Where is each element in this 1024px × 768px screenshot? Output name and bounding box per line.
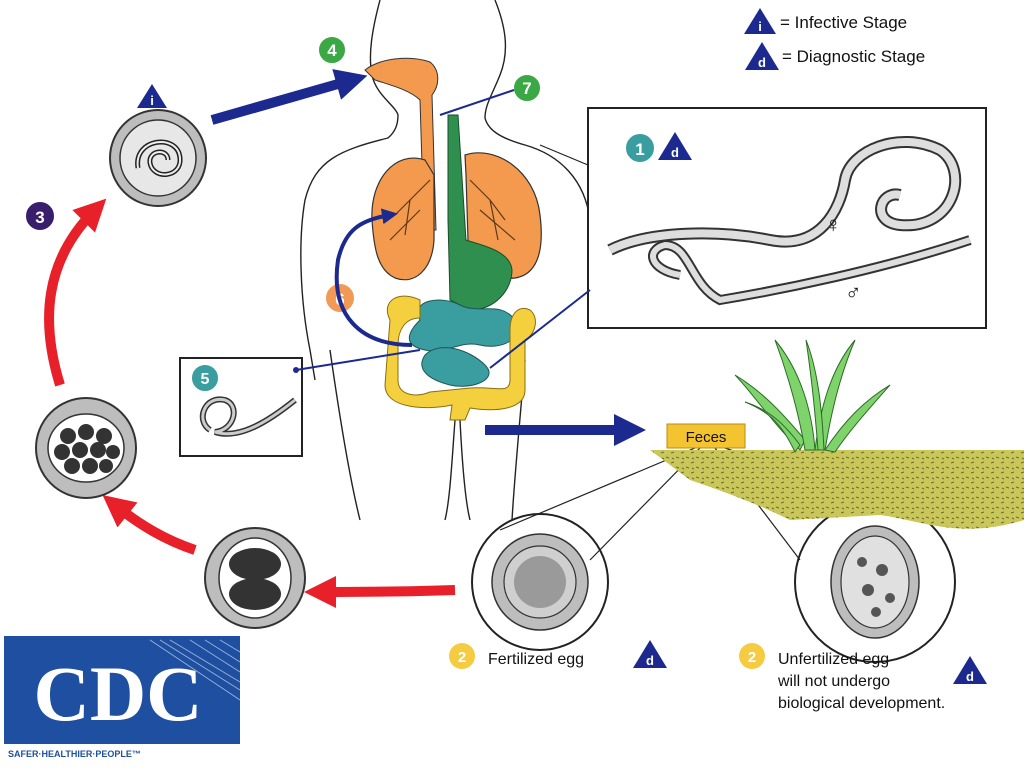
legend-infective: i = Infective Stage — [744, 8, 907, 34]
unfertilized-egg — [794, 501, 956, 663]
step-7-badge: 7 — [512, 73, 542, 103]
svg-text:d: d — [646, 653, 654, 668]
arrow-cleavage-to-morula — [102, 495, 197, 555]
left-lung — [371, 157, 435, 281]
step-4-badge: 4 — [317, 35, 347, 65]
cleavage-egg — [204, 527, 306, 629]
svg-text:Unfertilized egg: Unfertilized egg — [778, 651, 889, 668]
svg-text:= Diagnostic Stage: = Diagnostic Stage — [782, 47, 925, 66]
infective-egg — [109, 109, 207, 207]
fertilized-caption: 2 Fertilized egg d — [449, 640, 667, 669]
ingestion-arrow — [210, 69, 368, 125]
svg-text:i: i — [758, 19, 762, 34]
bronchi — [389, 179, 516, 241]
adult-worms-pointer — [489, 289, 591, 369]
svg-text:1: 1 — [635, 140, 644, 159]
migration-arrow — [334, 208, 413, 347]
svg-text:d: d — [758, 55, 766, 70]
svg-text:♂: ♂ — [845, 280, 862, 305]
svg-text:♀: ♀ — [825, 212, 842, 237]
soil — [650, 450, 1024, 529]
fertilized-egg — [471, 513, 609, 651]
unfertilized-caption: 2 Unfertilized egg will not undergo biol… — [739, 643, 987, 712]
svg-text:3: 3 — [35, 208, 44, 227]
arrow-fertilized-to-cleavage — [303, 575, 456, 608]
legend-diagnostic: d = Diagnostic Stage — [745, 42, 925, 70]
infective-stage-marker: i — [137, 84, 167, 108]
feces-label: Feces — [686, 429, 727, 446]
svg-text:SAFER·HEALTHIER·PEOPLE™: SAFER·HEALTHIER·PEOPLE™ — [8, 749, 141, 759]
svg-text:5: 5 — [201, 371, 210, 388]
cdc-logo: CDC SAFER·HEALTHIER·PEOPLE™ — [4, 636, 241, 759]
svg-text:2: 2 — [458, 649, 466, 666]
svg-text:CDC: CDC — [34, 650, 203, 737]
arrow-embryonated-to-infective — [44, 198, 107, 387]
step-7-pointer — [439, 89, 515, 116]
svg-text:will not undergo: will not undergo — [777, 673, 890, 690]
grass-plant — [734, 339, 891, 453]
larva-pointer-dot — [293, 367, 299, 373]
svg-text:4: 4 — [327, 41, 337, 60]
small-intestine — [408, 299, 518, 352]
svg-text:i: i — [150, 93, 154, 108]
large-intestine — [384, 295, 536, 421]
step-1-badge: 1 — [624, 132, 656, 164]
svg-text:Fertilized egg: Fertilized egg — [488, 651, 584, 668]
svg-text:2: 2 — [748, 649, 756, 666]
svg-text:biological development.: biological development. — [778, 695, 945, 712]
svg-text:d: d — [966, 669, 974, 684]
svg-text:= Infective Stage: = Infective Stage — [780, 13, 907, 32]
morula-egg — [35, 397, 137, 499]
feces-box — [666, 423, 746, 449]
adult-box-corner — [539, 144, 589, 166]
svg-text:7: 7 — [522, 79, 531, 98]
larva-panel — [179, 357, 303, 457]
step-1-diagnostic-marker: d — [658, 132, 692, 160]
step-3-badge: 3 — [24, 200, 56, 232]
small-intestine-loops — [421, 347, 490, 387]
step-5-badge: 5 — [190, 363, 220, 393]
larva-pointer — [295, 349, 421, 371]
svg-text:d: d — [671, 145, 679, 160]
